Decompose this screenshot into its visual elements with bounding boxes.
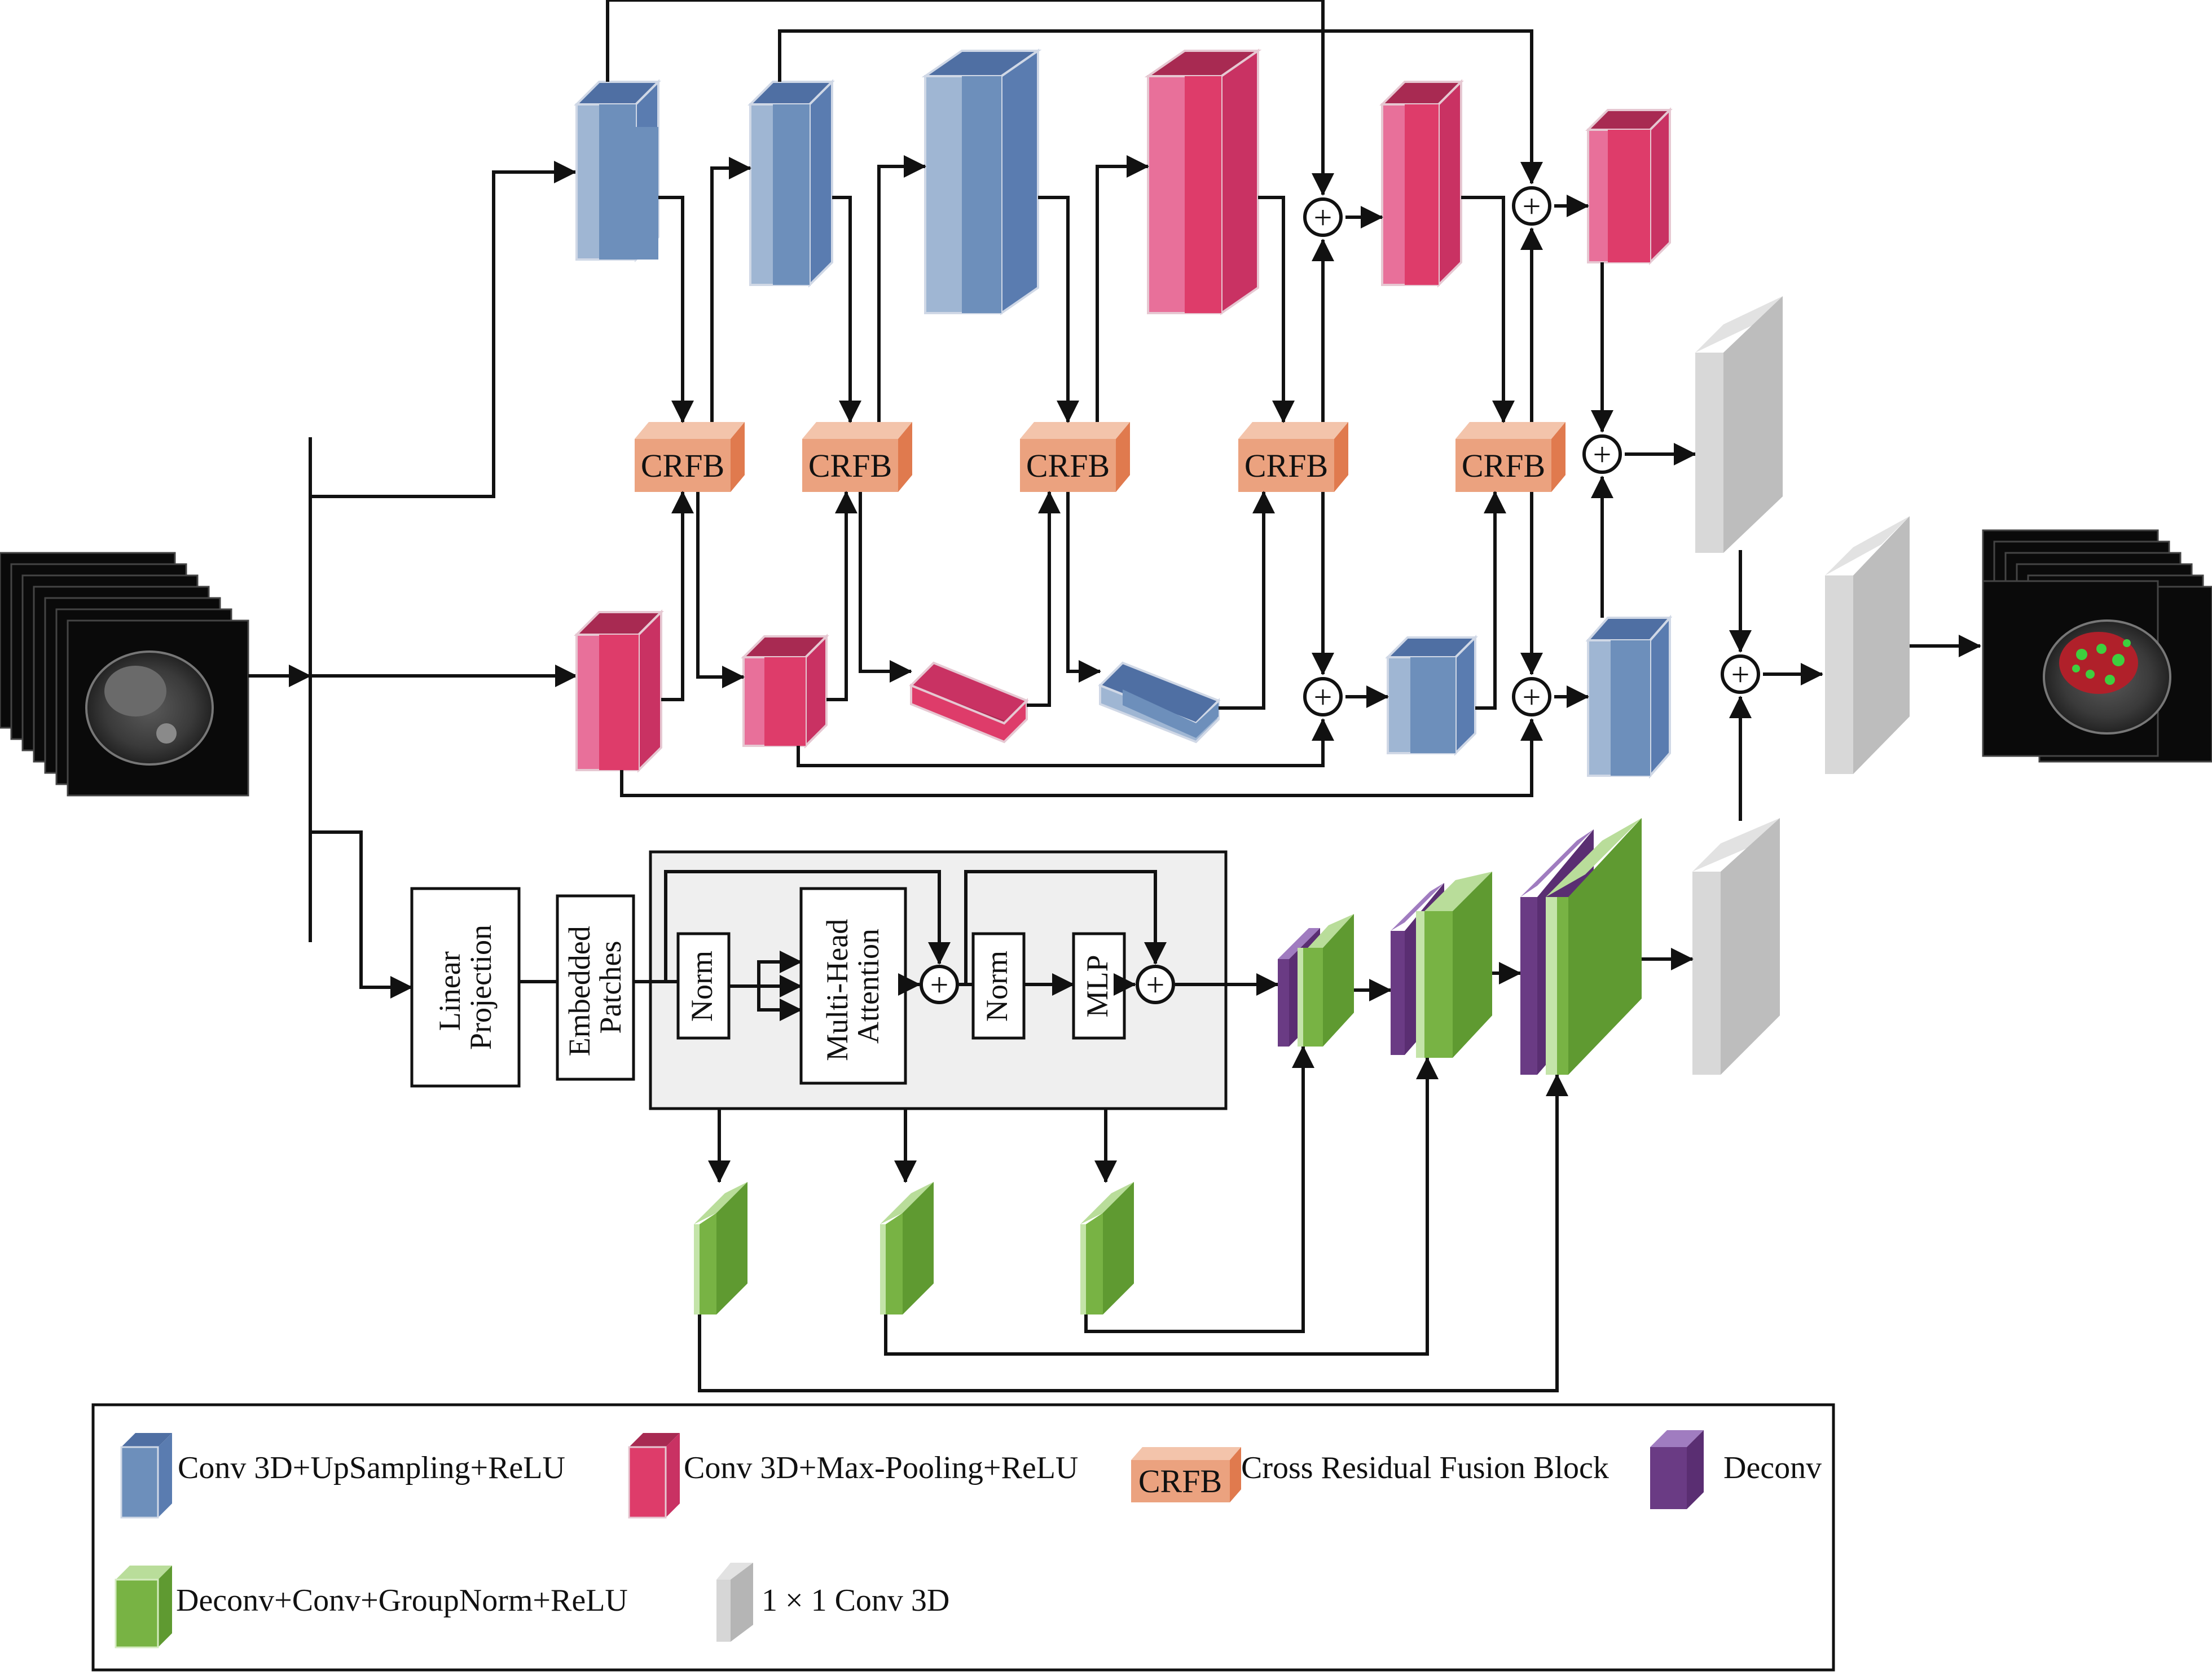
deconv-stack-3 (1520, 818, 1642, 1075)
output-segmented-ct-stack (1982, 529, 2212, 763)
sum-node-1-label: + (1314, 199, 1333, 236)
linear-projection-box: Linear Projection (410, 887, 521, 1088)
crfb-label-5: CRFB (1462, 447, 1545, 484)
sum-node-5: + (1512, 677, 1551, 716)
sum-node-5-label: + (1523, 679, 1541, 715)
mha-line-1: Multi-Head (820, 919, 854, 1061)
linear-projection-line-2: Projection (464, 925, 498, 1050)
crfb-block-5: CRFB (1455, 422, 1565, 492)
mlp-box: MLP (1072, 932, 1126, 1040)
transformer-connections (519, 870, 1694, 1392)
embedded-patches-line-1: Embedded (562, 926, 596, 1056)
sum-node-6-label: + (1731, 656, 1750, 693)
crfb-block-4: CRFB (1238, 422, 1348, 492)
sum-node-6: + (1721, 654, 1760, 694)
svg-text:Linear Projection: Linear Projection (433, 925, 498, 1050)
pink-flat-block (909, 661, 1029, 744)
crfb-label-4: CRFB (1244, 447, 1328, 484)
input-ct-stack (0, 552, 249, 797)
sum-node-4: + (1303, 677, 1343, 716)
sum-node-3: + (1582, 434, 1622, 474)
output-connections (1729, 550, 1981, 821)
trunk-connections (248, 161, 578, 999)
green-block-1 (694, 1182, 747, 1314)
blue-block-3 (921, 49, 1042, 315)
sum-node-8: + (1136, 965, 1175, 1004)
legend-item-crfb: CRFB Cross Residual Fusion Block (1131, 1447, 1609, 1502)
norm-box-1-label: Norm (685, 951, 719, 1022)
legend-label-maxpooling: Conv 3D+Max-Pooling+ReLU (684, 1450, 1078, 1485)
crfb-block-2: CRFB (802, 422, 912, 492)
sum-node-2: + (1512, 186, 1551, 226)
sum-node-1: + (1303, 197, 1343, 237)
sum-node-3-label: + (1593, 436, 1612, 473)
gray-conv-block-2 (1825, 516, 1910, 774)
norm-box-1: Norm (676, 932, 731, 1040)
multi-head-attention-box: Multi-Head Attention (799, 887, 907, 1085)
crfb-block-1: CRFB (635, 422, 745, 492)
legend-item-deconv: Deconv (1650, 1430, 1822, 1509)
legend-item-deconv-conv: Deconv+Conv+GroupNorm+ReLU (115, 1566, 628, 1648)
sum-node-8-label: + (1146, 966, 1165, 1003)
legend-label-crfb: Cross Residual Fusion Block (1241, 1450, 1609, 1485)
pink-block-2 (1379, 79, 1464, 288)
blue-block-5 (1585, 614, 1673, 779)
crfb-block-3: CRFB (1020, 422, 1130, 492)
pink-block-4 (574, 609, 664, 773)
deconv-stack-1 (1278, 914, 1354, 1047)
sum-node-2-label: + (1523, 188, 1541, 225)
embedded-patches-line-2: Patches (593, 941, 627, 1034)
crfb-label-1: CRFB (641, 447, 724, 484)
cnn-branch-connections (606, 0, 1696, 797)
sum-node-4-label: + (1314, 679, 1333, 715)
mlp-box-label: MLP (1080, 955, 1114, 1017)
legend-crfb-box-text: CRFB (1138, 1463, 1222, 1500)
blue-flat-block (1098, 661, 1221, 744)
norm-box-2-label: Norm (980, 951, 1014, 1022)
crfb-label-3: CRFB (1026, 447, 1110, 484)
legend-item-maxpooling: Conv 3D+Max-Pooling+ReLU (628, 1433, 1078, 1519)
mha-line-2: Attention (851, 929, 885, 1044)
pink-block-5 (741, 634, 829, 749)
legend: Conv 3D+UpSampling+ReLU Conv 3D+Max-Pool… (91, 1403, 1835, 1672)
pink-block-3 (1585, 107, 1673, 265)
deconv-stack-2 (1391, 872, 1492, 1058)
legend-label-deconv-conv: Deconv+Conv+GroupNorm+ReLU (176, 1583, 628, 1618)
sum-node-7-label: + (930, 966, 949, 1003)
embedded-patches-box: Embedded Patches (556, 894, 635, 1081)
blue-block-4 (1385, 635, 1478, 756)
legend-frame (91, 1403, 1835, 1672)
legend-item-1x1-conv: 1 × 1 Conv 3D (716, 1563, 949, 1642)
legend-item-upsampling: Conv 3D+UpSampling+ReLU (120, 1433, 565, 1519)
sum-node-7: + (920, 965, 959, 1004)
gray-conv-block-1 (1695, 296, 1783, 553)
green-block-2 (880, 1182, 934, 1314)
blue-block-2 (747, 79, 835, 288)
norm-box-2: Norm (971, 932, 1026, 1040)
legend-label-deconv: Deconv (1723, 1450, 1822, 1485)
crfb-label-2: CRFB (808, 447, 892, 484)
legend-label-upsampling: Conv 3D+UpSampling+ReLU (178, 1450, 565, 1485)
legend-label-1x1-conv: 1 × 1 Conv 3D (762, 1583, 949, 1618)
svg-text:Multi-Head Attention: Multi-Head Attention (820, 911, 885, 1061)
svg-text:Embedded Patches: Embedded Patches (562, 918, 627, 1056)
green-block-3 (1080, 1182, 1134, 1314)
linear-projection-line-1: Linear (433, 951, 467, 1031)
gray-conv-block-3 (1692, 818, 1780, 1075)
blue-block-1 (574, 79, 661, 262)
pink-block-1 (1144, 49, 1262, 315)
